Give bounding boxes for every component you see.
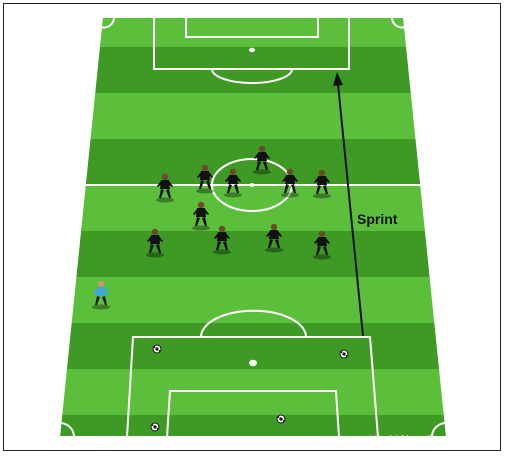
sprint-arrow-line bbox=[337, 83, 364, 337]
ball-icon bbox=[276, 414, 286, 424]
field-spots bbox=[249, 47, 257, 367]
bottom-goal-area bbox=[165, 390, 341, 438]
corner-arc-top-left bbox=[100, 16, 115, 29]
corner-arc-bottom-right bbox=[431, 422, 447, 438]
bottom-penalty-area bbox=[125, 336, 380, 438]
sprint-label: Sprint bbox=[357, 211, 398, 227]
bottom-penalty-spot bbox=[249, 359, 257, 367]
ball-icon bbox=[339, 349, 349, 359]
field-lines bbox=[57, 16, 449, 438]
top-penalty-spot bbox=[249, 47, 255, 53]
ball-icon bbox=[150, 422, 160, 432]
corner-arc-bottom-left bbox=[59, 422, 75, 438]
pitch-grass bbox=[59, 17, 447, 437]
sprint-arrow bbox=[333, 72, 364, 337]
sprint-arrow-head bbox=[333, 72, 343, 86]
top-penalty-arc bbox=[211, 68, 293, 84]
bottom-penalty-arc bbox=[200, 309, 307, 338]
center-spot bbox=[249, 183, 255, 187]
top-goal-area bbox=[185, 16, 319, 38]
watermark-text: WorldClassCoaching.com bbox=[370, 434, 496, 446]
ball-icon bbox=[152, 344, 162, 354]
corner-arc-top-right bbox=[391, 16, 406, 29]
